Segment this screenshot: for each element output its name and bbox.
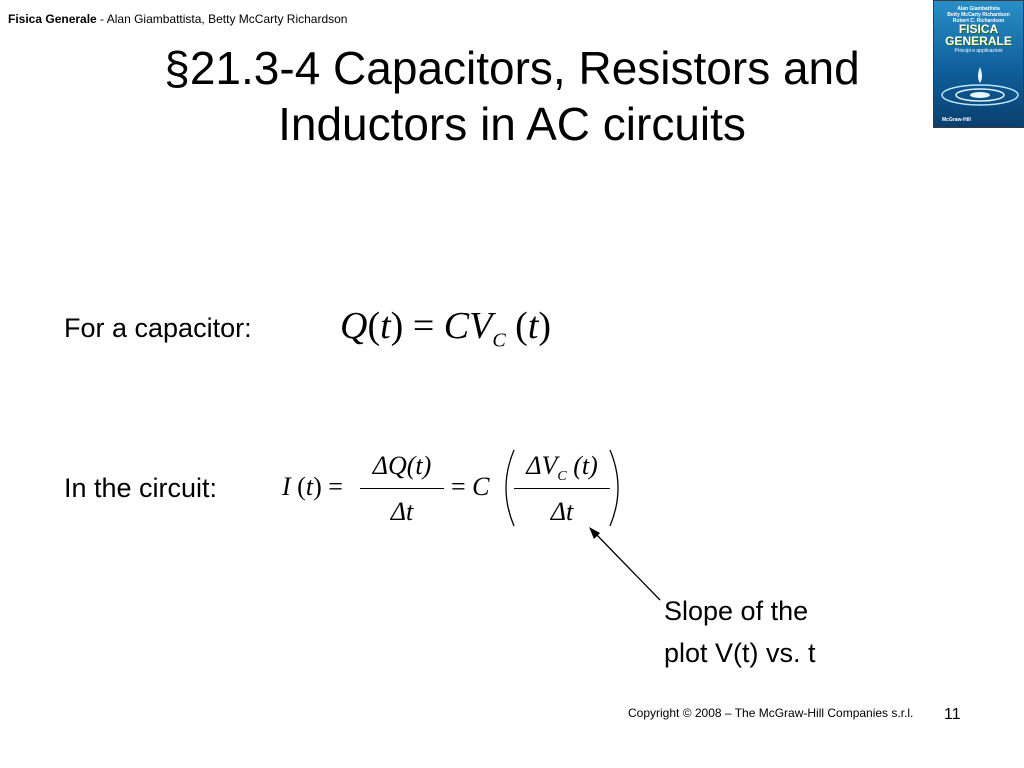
capacitor-label: For a capacitor: [64, 313, 252, 343]
dvc-numerator: ΔVC (t) [526, 451, 598, 485]
slope-annotation: Slope of the plot V(t) vs. t [664, 590, 816, 674]
slide-title: §21.3-4 Capacitors, Resistors and Induct… [0, 40, 1024, 152]
annotation-line2: plot V(t) vs. t [664, 638, 816, 668]
cover-title-line1: FISICA [958, 22, 999, 36]
book-title: Fisica Generale [8, 12, 97, 26]
annotation-arrow [589, 527, 661, 601]
copyright-footer: Copyright © 2008 – The McGraw-Hill Compa… [628, 706, 914, 720]
current-term: I (t) = [282, 472, 343, 501]
cover-title-line2: GENERALE [945, 34, 1012, 48]
book-authors: - Alan Giambattista, Betty McCarty Richa… [96, 12, 348, 26]
fraction-bar [514, 488, 610, 489]
page-number: 11 [944, 706, 961, 723]
dq-numerator: ΔQ(t) [372, 451, 432, 480]
dt-denominator: Δt [390, 497, 414, 526]
book-cover-image: Alan Giambattista Betty McCarty Richards… [933, 0, 1024, 128]
cover-publisher: McGraw-Hill [942, 117, 971, 123]
cover-authors: Alan Giambattista Betty McCarty Richards… [947, 6, 1010, 24]
book-header: Fisica Generale - Alan Giambattista, Bet… [8, 12, 347, 26]
annotation-line1: Slope of the [664, 596, 809, 626]
parentheses [505, 449, 619, 527]
fraction-bar [360, 488, 444, 489]
capacitor-equation: Q(t) = CVC (t) [340, 305, 552, 352]
water-drop-icon [941, 67, 1019, 106]
circuit-label: In the circuit: [64, 473, 218, 503]
slide-title-line2: Inductors in AC circuits [278, 98, 746, 150]
cover-subtitle: Principi e applicazioni [954, 48, 1003, 54]
slide-title-line1: §21.3-4 Capacitors, Resistors and [164, 42, 860, 94]
equals-c-term: = C [451, 472, 490, 501]
cover-title: FISICA GENERALE [934, 23, 1023, 47]
dt-denominator: Δt [550, 497, 574, 526]
